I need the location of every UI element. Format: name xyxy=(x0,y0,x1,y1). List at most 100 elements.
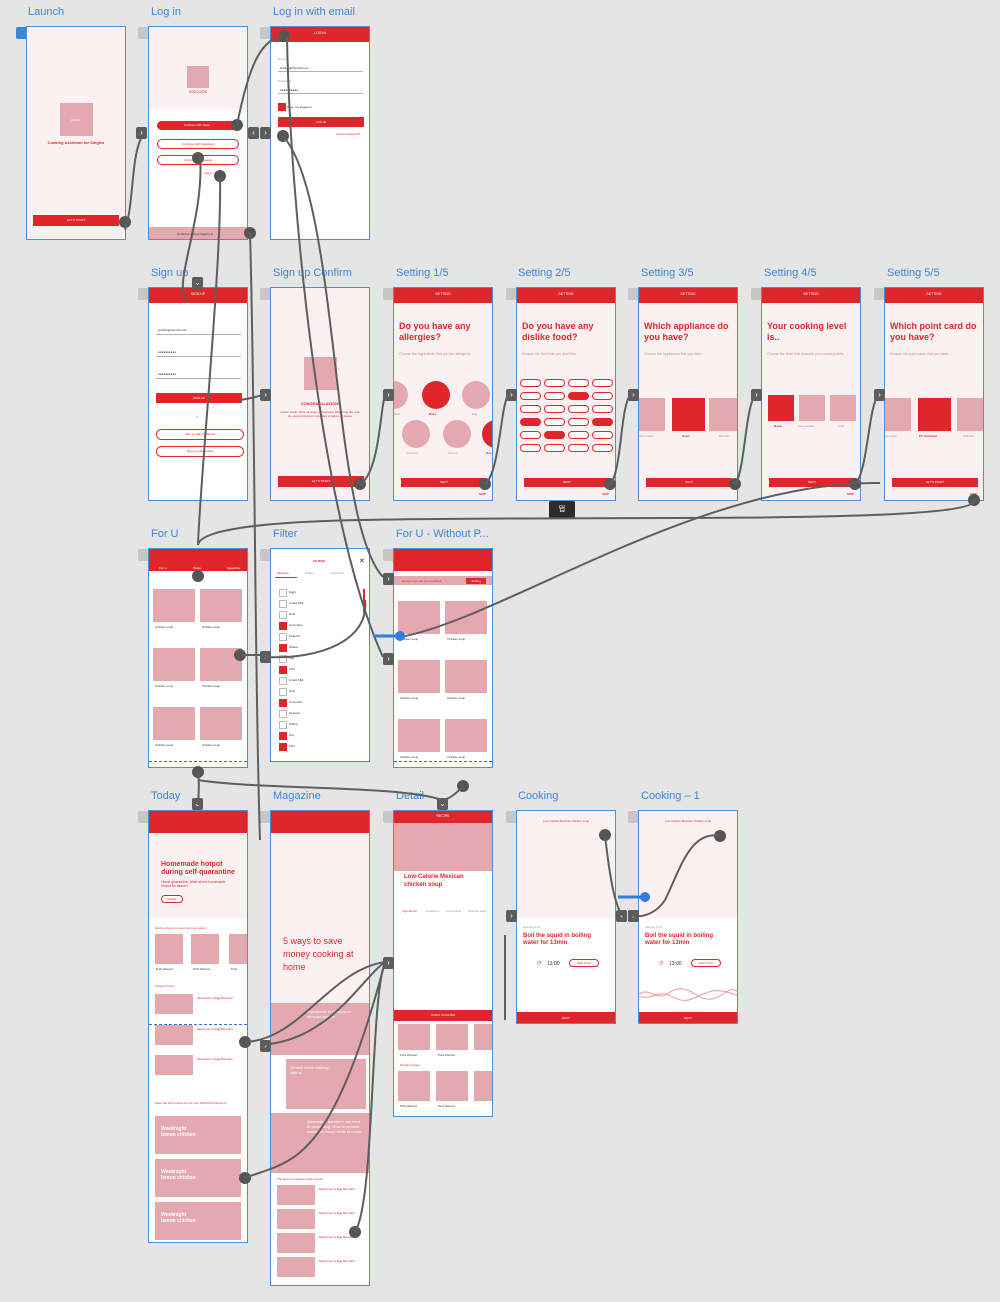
link-node[interactable] xyxy=(119,216,131,228)
food-chip[interactable] xyxy=(592,405,613,413)
option-chicken[interactable] xyxy=(402,420,430,448)
chevron-right-icon[interactable]: › xyxy=(506,910,517,922)
filter-checkbox[interactable] xyxy=(279,688,287,696)
link-node[interactable] xyxy=(244,227,256,239)
start-timer-button[interactable]: Start Timer xyxy=(691,959,721,967)
email-field[interactable]: test123@hotmail.com xyxy=(278,64,363,72)
option-noob[interactable] xyxy=(768,395,794,421)
tab-ingredients[interactable]: Ingredients xyxy=(402,909,417,913)
link-node[interactable] xyxy=(278,30,290,42)
link-node[interactable] xyxy=(729,478,741,490)
chevron-down-icon[interactable]: ⌄ xyxy=(437,798,448,810)
login-button[interactable]: LOG IN xyxy=(278,117,364,127)
chevron-right-icon[interactable]: › xyxy=(383,573,394,585)
next-button[interactable]: NEXT xyxy=(769,478,855,487)
snack-thumb[interactable] xyxy=(277,1233,315,1253)
food-chip[interactable] xyxy=(544,431,565,439)
food-chip[interactable] xyxy=(520,405,541,413)
tab-instructions[interactable]: Instructions xyxy=(446,909,462,913)
start-timer-button[interactable]: Start Timer xyxy=(569,959,599,967)
artboard-for-u-no-personal[interactable]: Recipes are not personalized Setting Chi… xyxy=(393,548,493,768)
link-node[interactable] xyxy=(968,494,980,506)
link-node[interactable] xyxy=(192,570,204,582)
recipe-card-image[interactable] xyxy=(200,589,242,622)
option-intermediate[interactable] xyxy=(799,395,825,421)
trend-thumb[interactable] xyxy=(155,1025,193,1045)
chevron-right-icon[interactable]: › xyxy=(260,651,271,663)
google-signup-button[interactable]: Sign up with Google xyxy=(156,446,244,457)
start-button[interactable]: LET'S START xyxy=(278,476,364,487)
artboard-setting-2[interactable]: SETTING Do you have any dislike food? Ch… xyxy=(516,287,616,501)
chevron-right-icon[interactable]: › xyxy=(506,389,517,401)
close-icon[interactable]: ✕ xyxy=(359,558,365,565)
artboard-cooking[interactable]: Low-Calorie Mexican chicken soup step 01… xyxy=(516,810,616,1024)
option-pc-optimum[interactable] xyxy=(918,398,951,431)
start-button[interactable]: LET'S START xyxy=(33,215,119,226)
next-button[interactable]: NEXT xyxy=(524,478,610,487)
artboard-filter[interactable]: FILTERS ✕ Allergies Dislike Appliance Eg… xyxy=(270,548,370,762)
artboard-setting-4[interactable]: SETTING Your cooking level is.. Choose t… xyxy=(761,287,861,501)
artboard-detail[interactable]: RECIPE Low-Calorie Mexican chicken soup … xyxy=(393,810,493,1117)
recipe-thumb[interactable] xyxy=(398,1024,430,1050)
skip-login-link[interactable]: Continue without logging in xyxy=(177,232,214,236)
filter-checkbox[interactable] xyxy=(279,666,287,674)
filter-checkbox[interactable] xyxy=(279,644,287,652)
feature-card[interactable]: Weeknight lemon chicken xyxy=(155,1202,241,1240)
trend-thumb[interactable] xyxy=(155,994,193,1014)
next-button[interactable]: NEXT xyxy=(517,1012,615,1023)
food-chip[interactable] xyxy=(544,418,565,426)
chevron-right-icon[interactable]: › xyxy=(136,127,147,139)
filter-checkbox[interactable] xyxy=(279,677,287,685)
link-node[interactable] xyxy=(234,649,246,661)
food-chip[interactable] xyxy=(592,418,613,426)
forgot-link[interactable]: Forgot Password? xyxy=(336,132,361,136)
article-card[interactable]: 10 best home training videos xyxy=(286,1059,366,1109)
artboard-setting-3[interactable]: SETTING Which appliance do you have? Cho… xyxy=(638,287,738,501)
recipe-thumb[interactable] xyxy=(436,1024,468,1050)
start-cooking-button[interactable]: START COOKING xyxy=(394,1010,492,1021)
next-button[interactable]: NEXT xyxy=(646,478,732,487)
article-card[interactable]: Quarantine boredom can lead to overeatin… xyxy=(271,1113,369,1173)
filter-checkbox[interactable] xyxy=(279,721,287,729)
chevron-right-icon[interactable]: › xyxy=(874,389,885,401)
password-field[interactable]: ●●●●●●●●●● xyxy=(278,86,363,94)
artboard-login[interactable]: SINCOOK Continue with Apple Continue wit… xyxy=(148,26,248,240)
recipe-thumb[interactable] xyxy=(398,1071,430,1101)
link-node[interactable] xyxy=(714,830,726,842)
scrollbar[interactable] xyxy=(363,589,365,613)
artboard-today[interactable]: Homemade hotpot during self-quarantine H… xyxy=(148,810,248,1243)
recipe-card-image[interactable] xyxy=(445,601,487,634)
recipe-thumb[interactable] xyxy=(191,934,219,964)
food-chip[interactable] xyxy=(544,405,565,413)
food-chip[interactable] xyxy=(592,431,613,439)
link-node[interactable] xyxy=(354,478,366,490)
chevron-down-icon[interactable]: ⌄ xyxy=(192,277,203,289)
option-nuts[interactable] xyxy=(394,381,408,409)
option-walmart[interactable] xyxy=(957,398,983,431)
filter-checkbox[interactable] xyxy=(279,611,287,619)
recipe-card-image[interactable] xyxy=(398,719,440,752)
artboard-setting-5[interactable]: SETTING Which point card do you have? Ch… xyxy=(884,287,984,501)
link-node[interactable] xyxy=(192,766,204,778)
link-node[interactable] xyxy=(849,478,861,490)
food-chip[interactable] xyxy=(592,379,613,387)
link-node[interactable] xyxy=(349,1226,361,1238)
skip-link[interactable]: SKIP xyxy=(602,492,610,496)
food-chip[interactable] xyxy=(568,392,589,400)
recipe-card-image[interactable] xyxy=(398,660,440,693)
recipe-card-image[interactable] xyxy=(153,648,195,681)
snack-thumb[interactable] xyxy=(277,1257,315,1277)
chevron-right-icon[interactable]: › xyxy=(383,957,394,969)
link-node[interactable] xyxy=(239,1036,251,1048)
tab-dislike[interactable]: Dislike xyxy=(305,571,314,575)
tab-magazine[interactable]: Magazine xyxy=(227,566,241,570)
article-card[interactable]: Ingredients to boost your immune system xyxy=(271,1003,369,1055)
chevron-left-icon[interactable]: ‹ xyxy=(616,910,627,922)
recipe-thumb[interactable] xyxy=(474,1024,492,1050)
banner-setting-button[interactable]: Setting xyxy=(466,578,486,584)
confirm-password-field[interactable]: ●●●●●●●●●● xyxy=(156,370,241,379)
food-chip[interactable] xyxy=(520,444,541,452)
option-chef[interactable] xyxy=(830,395,856,421)
recipe-thumb[interactable] xyxy=(436,1071,468,1101)
artboard-setting-1[interactable]: SETTING Do you have any allergies? Choos… xyxy=(393,287,493,501)
